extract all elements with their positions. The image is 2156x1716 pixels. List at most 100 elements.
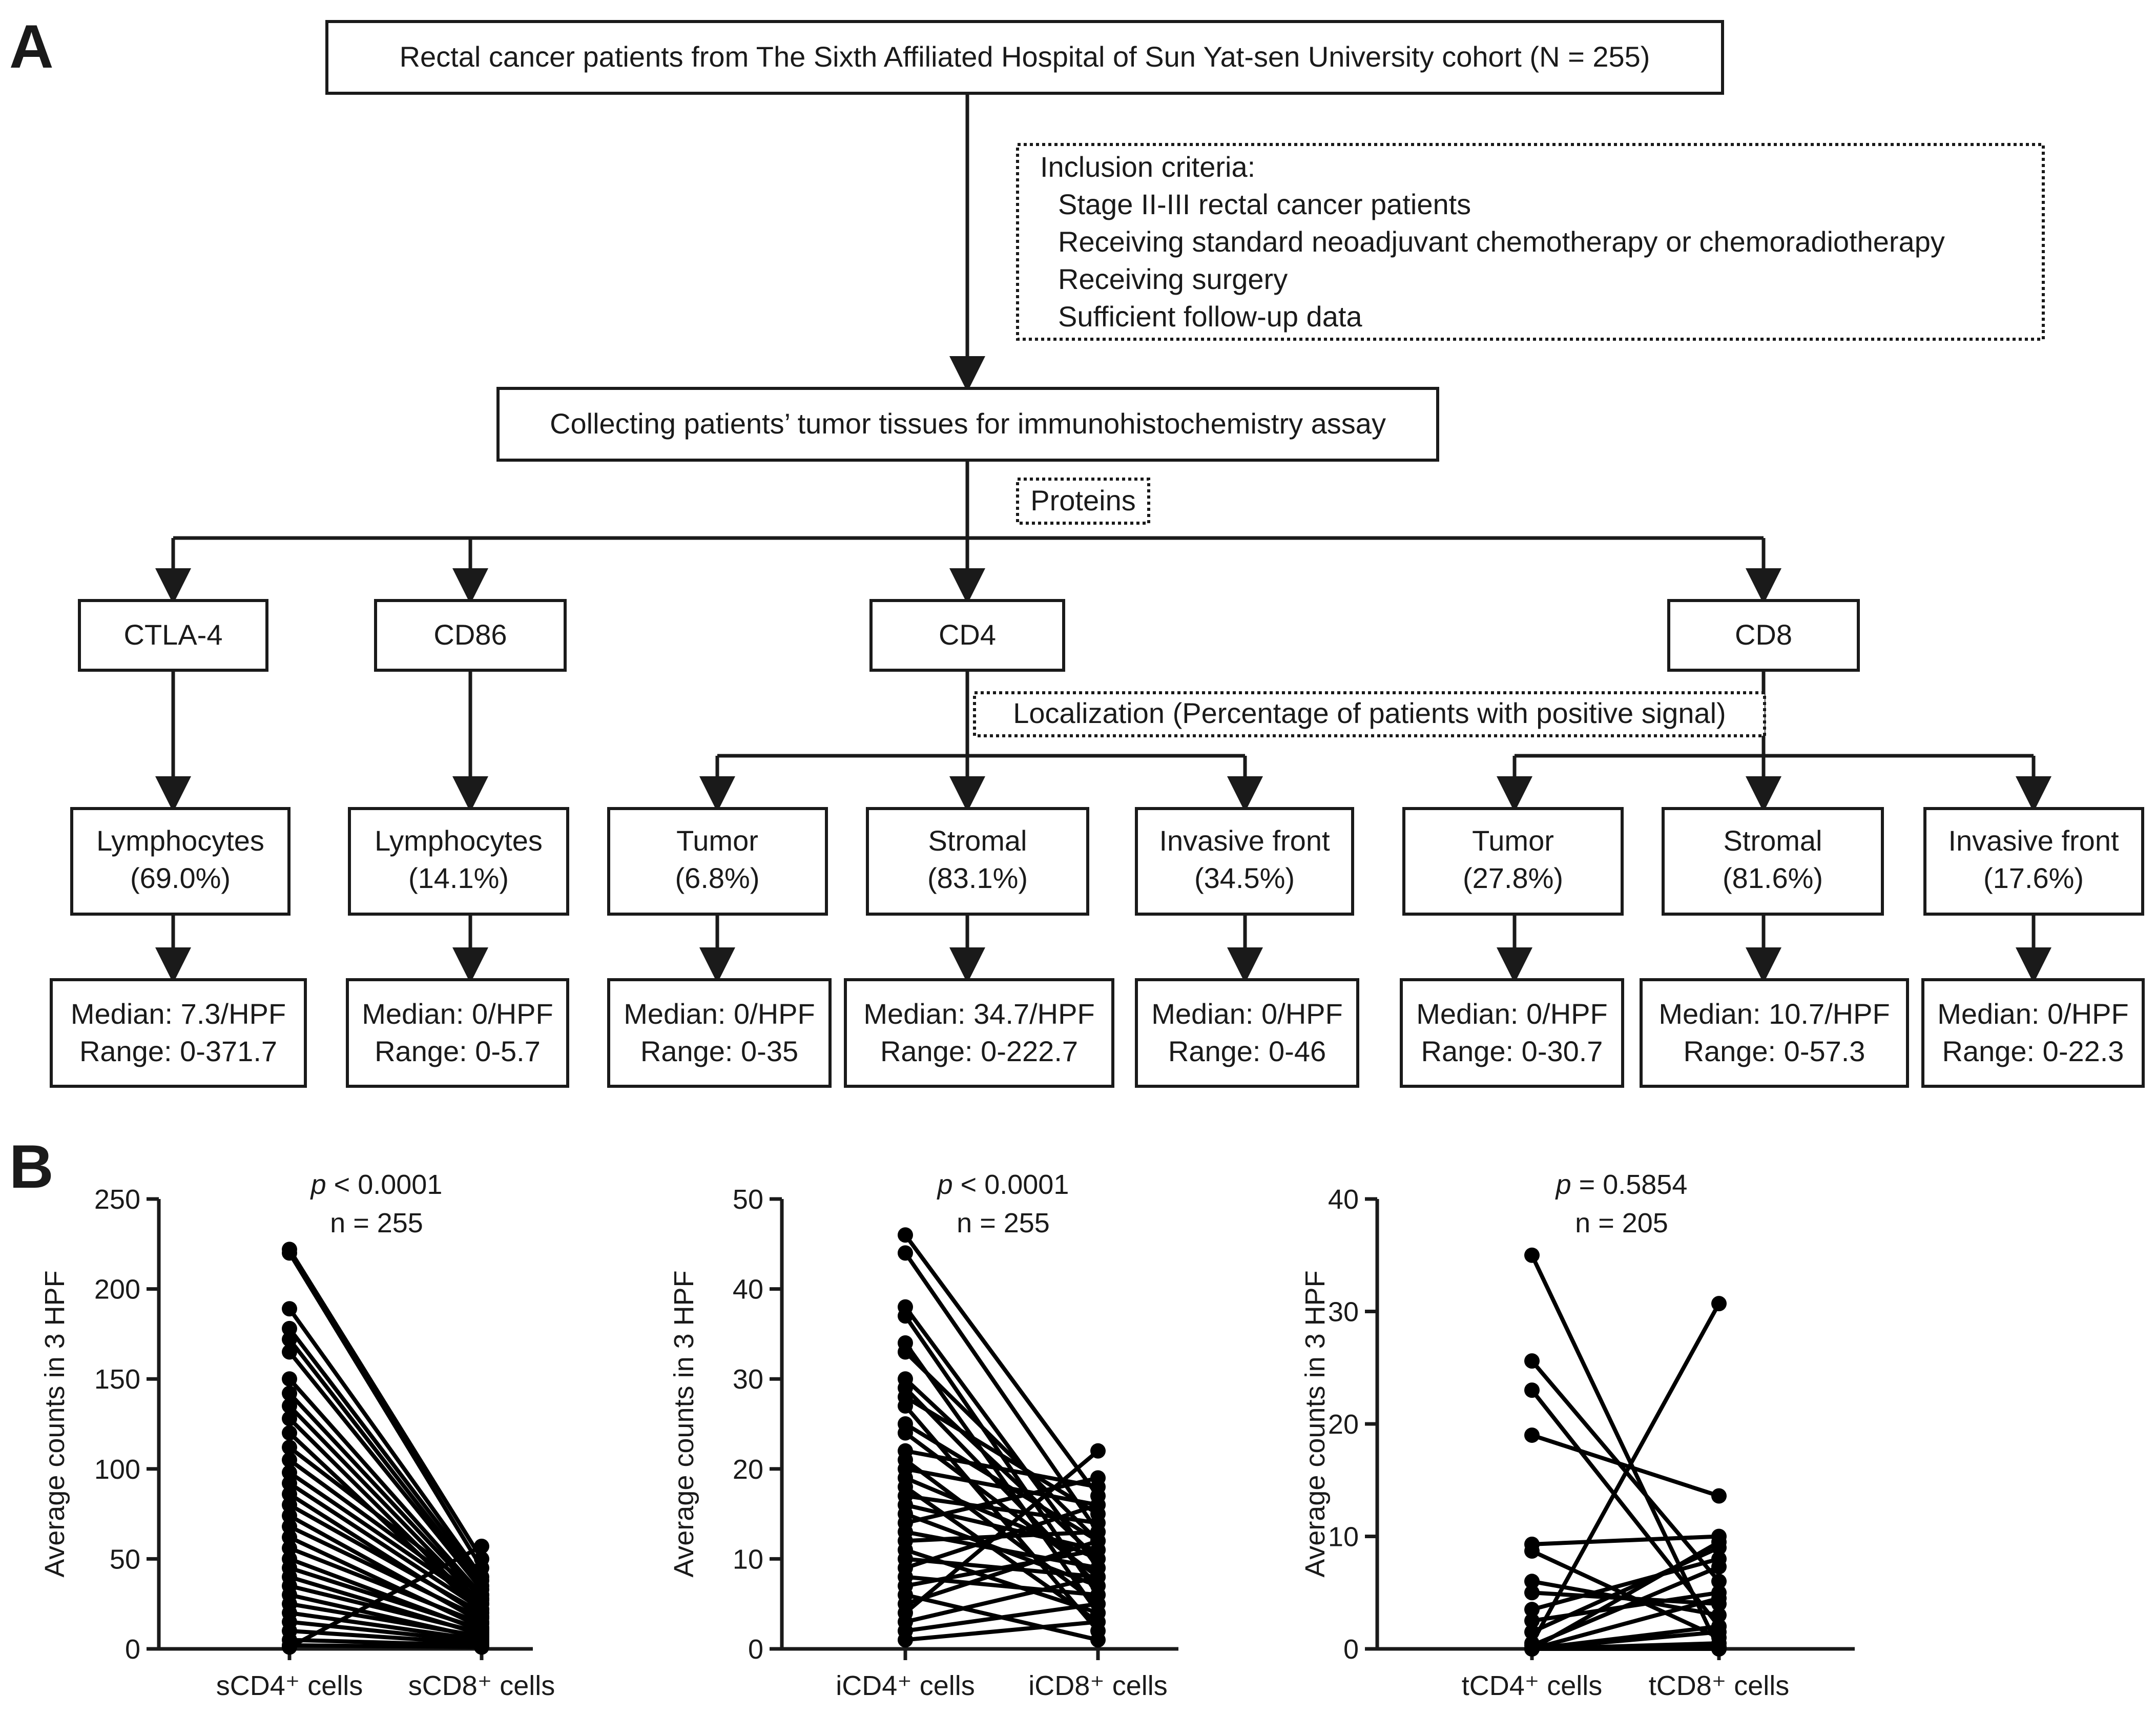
location-box [1402,807,1624,916]
data-point [1711,1624,1727,1640]
data-point [282,1439,297,1455]
location-name: Tumor [1472,824,1554,857]
location-name: Lymphocytes [96,824,264,857]
pair-line [903,1341,1100,1615]
stats-range: Range: 0-57.3 [1684,1035,1865,1067]
data-point [1090,1470,1106,1486]
y-axis-label: Average counts in 3 HPF [669,1270,699,1577]
pair-line [288,1471,483,1606]
pair-line [287,1252,484,1569]
data-point [1711,1574,1727,1589]
pair-line [905,1575,1098,1624]
stats-box [607,978,832,1088]
stats-range: Range: 0-35 [640,1035,798,1067]
inclusion-item: Receiving surgery [1058,263,1288,295]
panel-a-label: A [9,12,54,81]
data-point [1090,1533,1106,1549]
data-point [282,1386,297,1401]
x-tick-label: iCD8⁺ cells [1028,1670,1168,1701]
pair-line [1531,1540,1720,1651]
stats-range: Range: 0-222.7 [880,1035,1078,1067]
x-tick-label: tCD4⁺ cells [1462,1670,1603,1701]
collecting-box [496,387,1439,462]
inclusion-box [1016,143,2045,341]
data-point [282,1508,297,1524]
data-point [1090,1569,1106,1585]
data-point [282,1371,297,1387]
x-tick-label: sCD8⁺ cells [408,1670,555,1701]
pair-line [288,1445,483,1597]
location-pct: (27.8%) [1463,862,1563,894]
y-tick-label: 20 [1328,1409,1359,1440]
p-symbol: p [310,1169,326,1200]
location-pct: (81.6%) [1723,862,1823,894]
y-tick-label: 50 [733,1184,763,1215]
pair-line [904,1539,1099,1606]
data-point [1090,1596,1106,1612]
pair-line [905,1620,1098,1642]
pair-line [1531,1557,1720,1612]
y-tick-label: 40 [733,1274,763,1305]
pair-line [287,1327,484,1582]
pair-line [288,1481,483,1611]
cohort-text: Rectal cancer patients from The Sixth Af… [400,40,1650,73]
data-point [474,1639,489,1655]
location-box [1135,807,1354,916]
location-name: Invasive front [1159,824,1330,857]
location-pct: (69.0%) [130,862,231,894]
pair-line [904,1422,1100,1543]
stats-median: Median: 10.7/HPF [1659,998,1890,1030]
pair-line [289,1602,482,1639]
pair-line [904,1449,1100,1615]
data-point [898,1425,913,1441]
pair-line [903,1306,1100,1569]
data-point [898,1308,913,1324]
y-tick-label: 0 [1343,1634,1359,1665]
location-box [70,807,291,916]
x-tick-label: sCD4⁺ cells [216,1670,363,1701]
stats-median: Median: 0/HPF [1416,998,1608,1030]
data-point [282,1398,297,1414]
data-point [282,1519,297,1535]
location-name: Stromal [928,824,1027,857]
p-value: = 0.5854 [1571,1169,1688,1200]
stats-box [1640,978,1909,1088]
location-name: Lymphocytes [375,824,543,857]
proteins-label: Proteins [1030,484,1135,516]
location-pct: (83.1%) [927,862,1028,894]
pair-line [905,1503,1098,1552]
y-tick-label: 0 [125,1634,140,1665]
pair-line [289,1584,482,1635]
data-point [1524,1382,1540,1398]
stats-range: Range: 0-5.7 [375,1035,541,1067]
y-tick-label: 10 [1328,1522,1359,1553]
protein-label: CTLA-4 [124,618,223,651]
p-value: < 0.0001 [326,1169,443,1200]
data-point [474,1538,489,1554]
data-point [1524,1353,1540,1369]
pair-line [289,1638,482,1647]
pair-line [905,1602,1098,1633]
stats-median: Median: 0/HPF [624,998,815,1030]
p-symbol: p [1555,1169,1571,1200]
location-box [348,807,569,916]
y-tick-label: 150 [94,1364,140,1395]
y-tick-label: 20 [733,1454,763,1485]
protein-box-cd86 [374,599,567,672]
location-name: Tumor [676,824,758,857]
data-point [1711,1559,1727,1575]
y-axis-label: Average counts in 3 HPF [1300,1270,1331,1577]
data-point [282,1540,297,1556]
protein-box-ctla4 [78,599,268,672]
pair-line [903,1233,1100,1497]
data-point [1524,1585,1540,1601]
pair-line [289,1643,482,1649]
stats-median: Median: 0/HPF [1151,998,1343,1030]
pair-line [1530,1302,1721,1644]
location-pct: (6.8%) [675,862,760,894]
data-point [898,1398,913,1414]
location-name: Stromal [1724,824,1822,857]
data-point [898,1245,913,1261]
data-point [898,1227,913,1243]
